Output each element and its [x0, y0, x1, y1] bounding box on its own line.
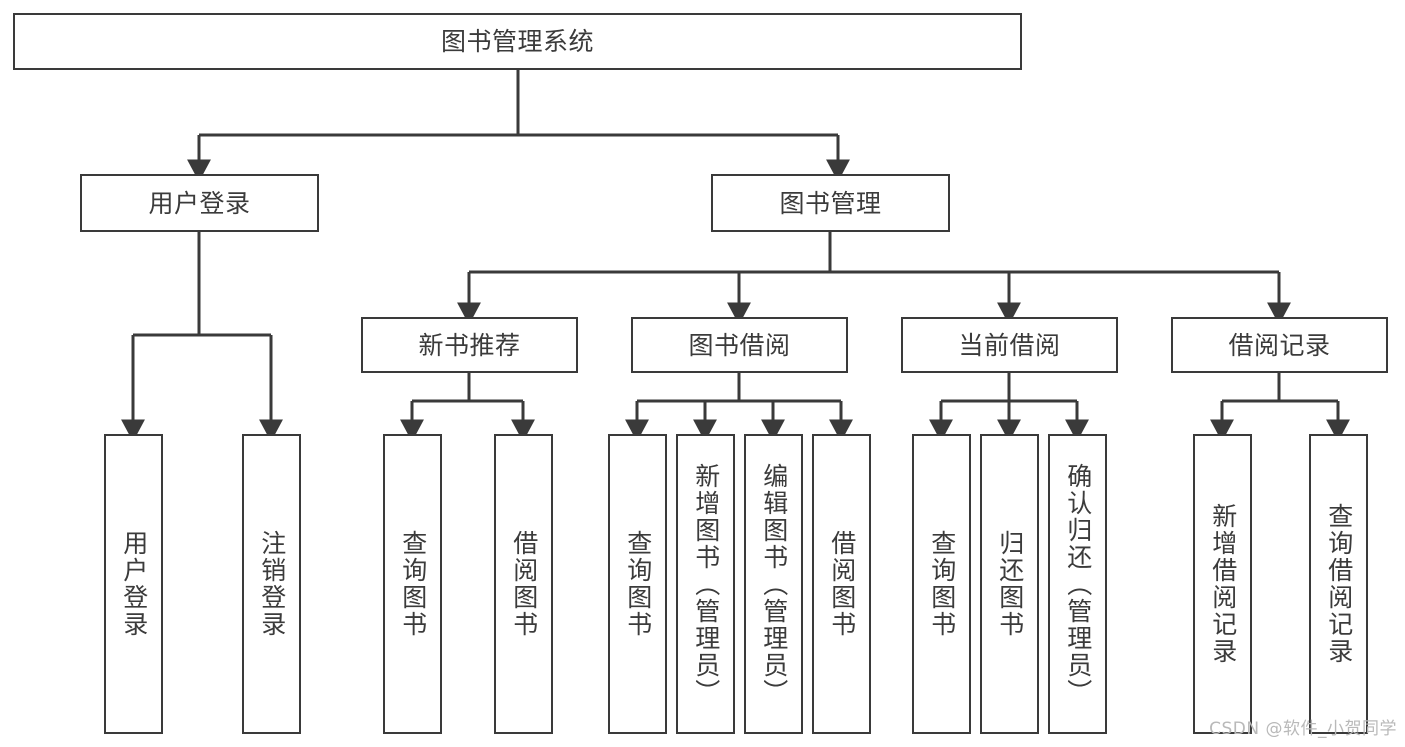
- node-leaf-record-add[interactable]: 新增借阅记录: [1193, 434, 1252, 734]
- node-leaf-current-query-book[interactable]: 查询图书: [912, 434, 971, 734]
- node-leaf-recommend-borrow-book[interactable]: 借阅图书: [494, 434, 553, 734]
- node-label: 借阅记录: [1228, 330, 1331, 360]
- node-label: 查询图书: [927, 530, 957, 638]
- node-leaf-current-confirm-return[interactable]: 确认归还（管理员）: [1048, 434, 1107, 734]
- node-label: 借阅图书: [827, 530, 857, 638]
- node-label: 图书管理: [779, 188, 882, 218]
- node-label: 确认归还（管理员）: [1063, 462, 1093, 706]
- node-leaf-recommend-query-book[interactable]: 查询图书: [383, 434, 442, 734]
- node-leaf-borrow-edit-book[interactable]: 编辑图书（管理员）: [744, 434, 803, 734]
- node-root-system[interactable]: 图书管理系统: [13, 13, 1022, 70]
- node-label: 新增借阅记录: [1208, 503, 1238, 665]
- node-borrow-record[interactable]: 借阅记录: [1171, 317, 1388, 373]
- node-leaf-user-logout[interactable]: 注销登录: [242, 434, 301, 734]
- node-user-login[interactable]: 用户登录: [80, 174, 319, 232]
- node-leaf-record-query[interactable]: 查询借阅记录: [1309, 434, 1368, 734]
- node-label: 用户登录: [119, 530, 149, 638]
- node-current-borrow[interactable]: 当前借阅: [901, 317, 1118, 373]
- node-label: 借阅图书: [509, 530, 539, 638]
- node-label: 当前借阅: [958, 330, 1061, 360]
- node-label: 注销登录: [257, 530, 287, 638]
- node-new-book-recommend[interactable]: 新书推荐: [361, 317, 578, 373]
- node-label: 图书借阅: [688, 330, 791, 360]
- node-label: 用户登录: [148, 188, 251, 218]
- node-label: 查询图书: [623, 530, 653, 638]
- node-leaf-current-return-book[interactable]: 归还图书: [980, 434, 1039, 734]
- node-label: 编辑图书（管理员）: [759, 462, 789, 706]
- node-label: 查询图书: [398, 530, 428, 638]
- node-label: 新增图书（管理员）: [691, 462, 721, 706]
- node-leaf-borrow-add-book[interactable]: 新增图书（管理员）: [676, 434, 735, 734]
- csdn-watermark: CSDN @软件_小贺同学: [1209, 719, 1397, 739]
- node-label: 查询借阅记录: [1324, 503, 1354, 665]
- node-label: 新书推荐: [418, 330, 521, 360]
- node-leaf-borrow-borrow-book[interactable]: 借阅图书: [812, 434, 871, 734]
- node-book-management[interactable]: 图书管理: [711, 174, 950, 232]
- node-book-borrow[interactable]: 图书借阅: [631, 317, 848, 373]
- node-label: 归还图书: [995, 530, 1025, 638]
- node-label: 图书管理系统: [440, 27, 594, 56]
- node-leaf-user-login[interactable]: 用户登录: [104, 434, 163, 734]
- node-leaf-borrow-query-book[interactable]: 查询图书: [608, 434, 667, 734]
